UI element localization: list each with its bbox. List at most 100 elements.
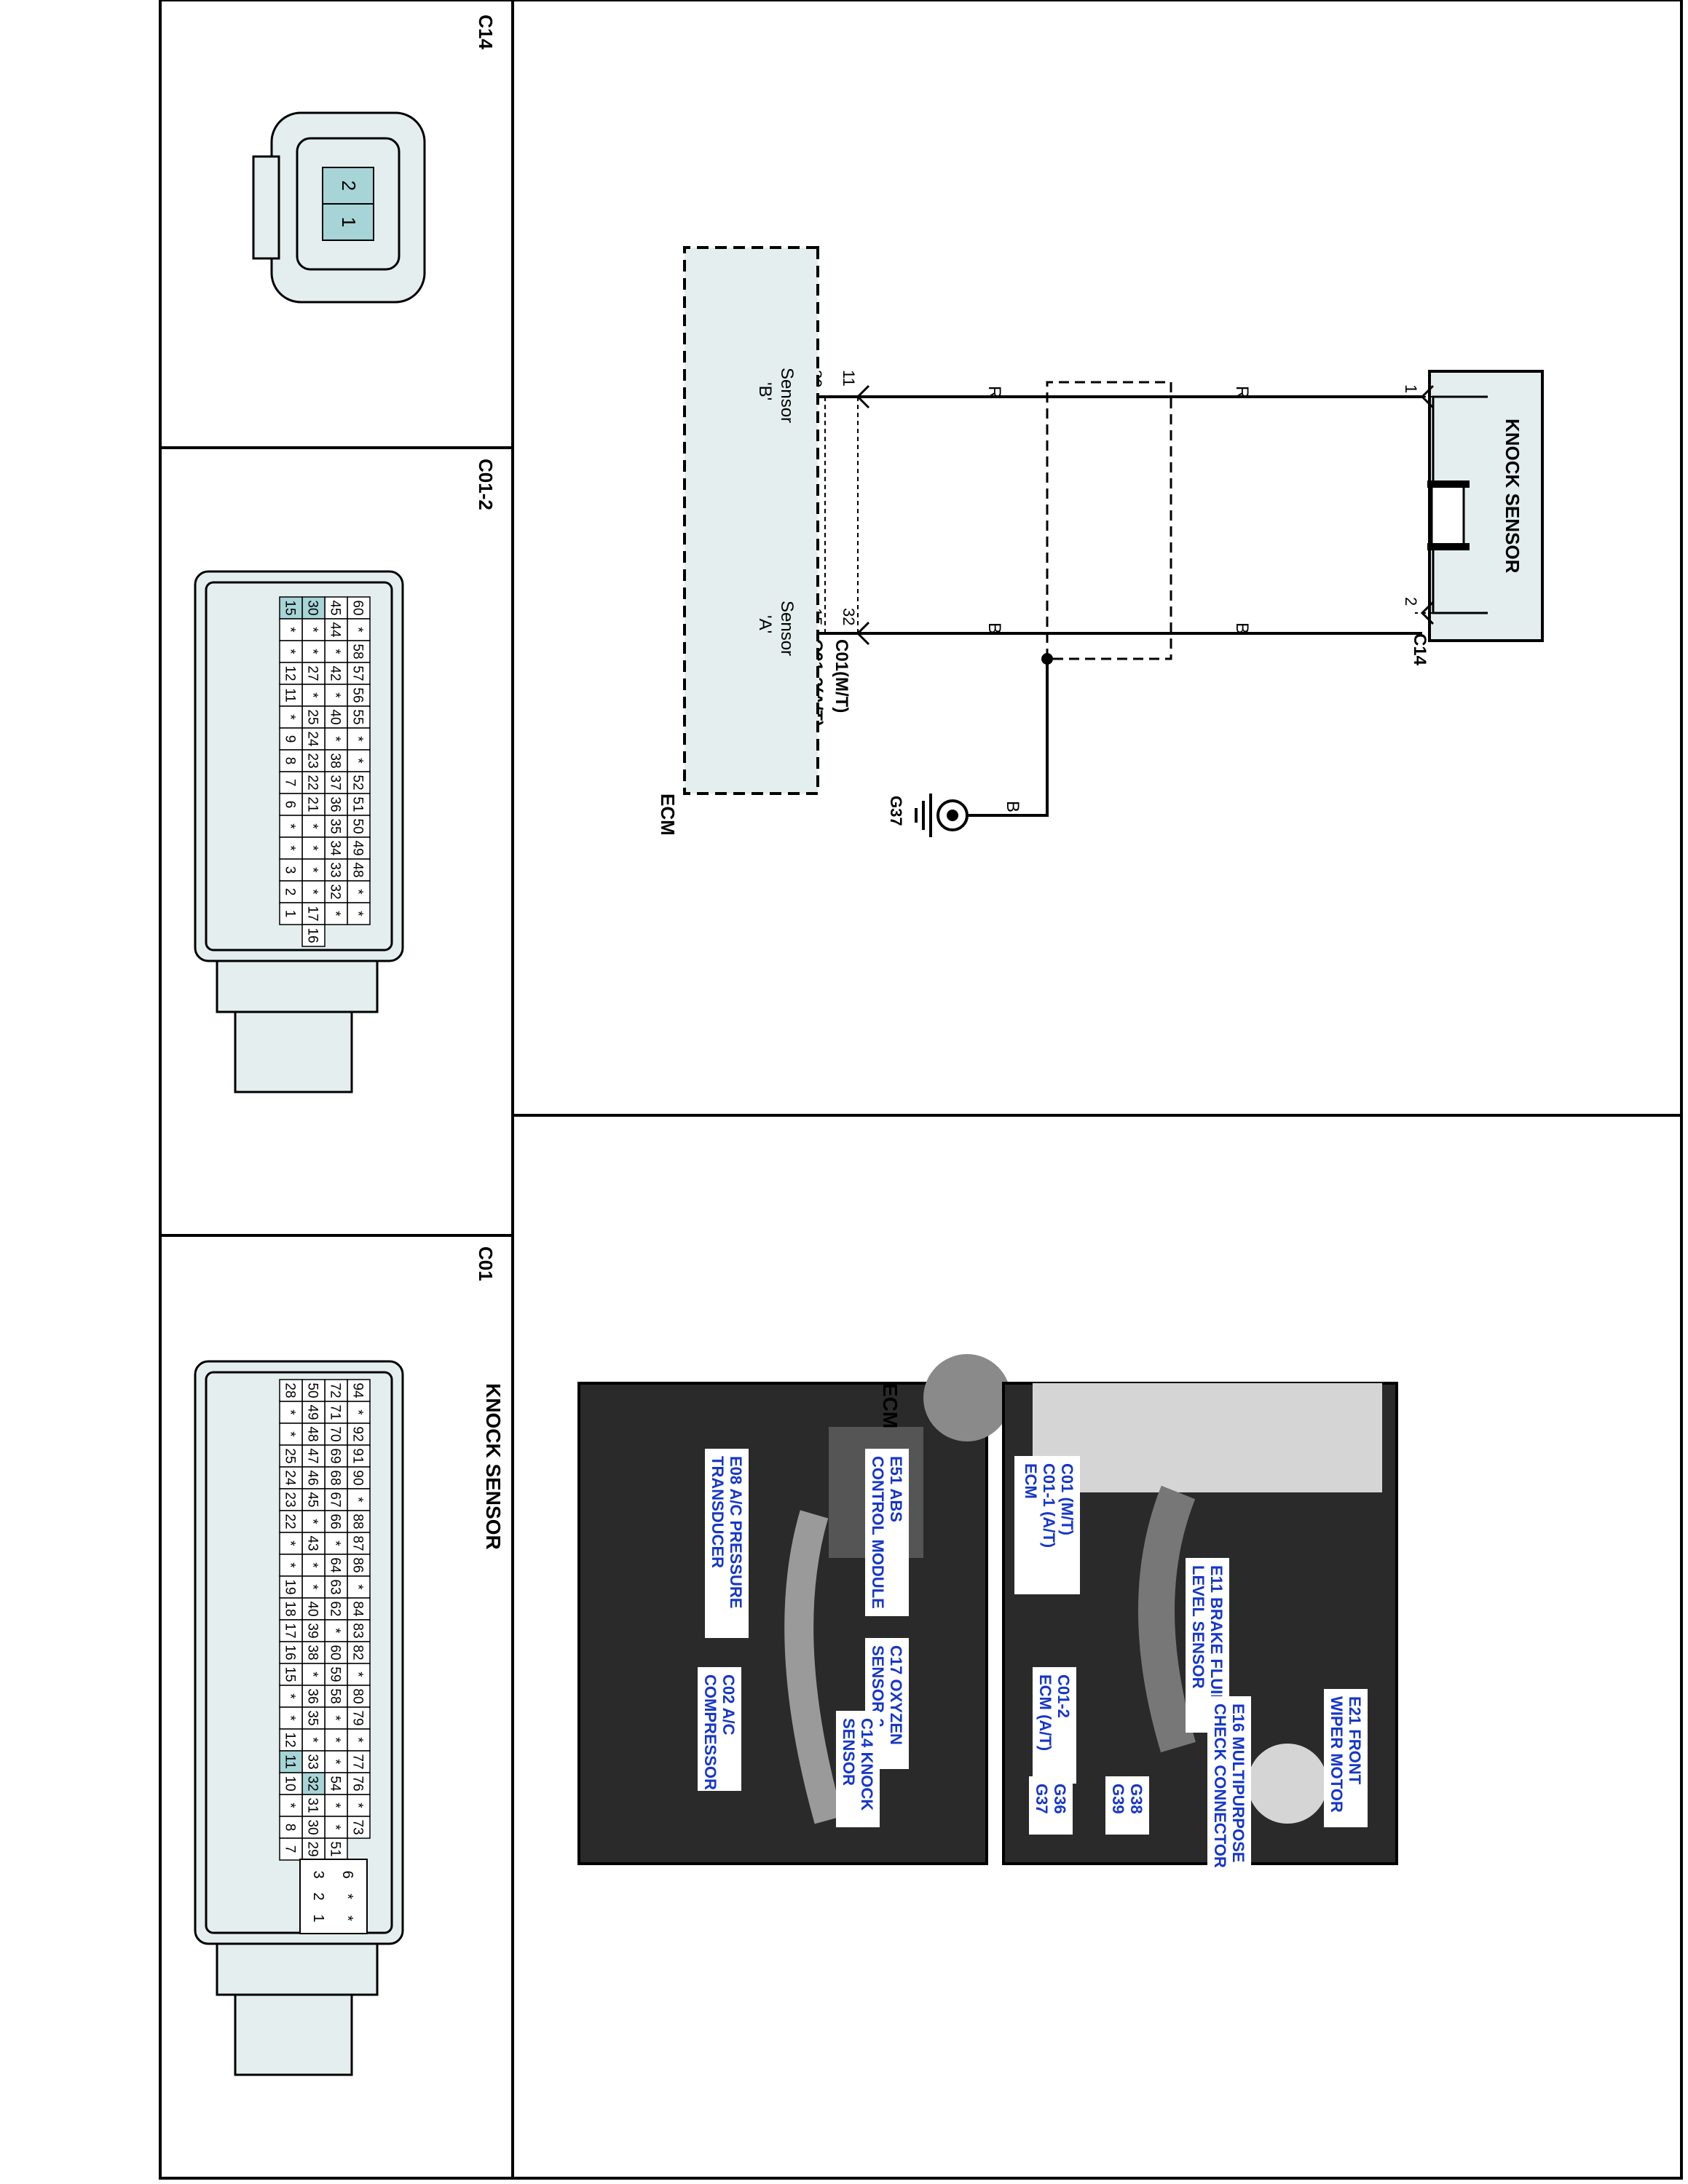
- c01-pin-label: 67: [328, 1492, 343, 1507]
- c14-inner-frame: [296, 137, 401, 271]
- c01-pin-label: 84: [350, 1601, 366, 1617]
- callout-c02-line2: COMPRESSOR: [701, 1674, 719, 1790]
- c01-pin-label: 24: [283, 1470, 298, 1486]
- ground-wire-label: B: [1003, 801, 1022, 812]
- c14-connector-label: C14: [1410, 633, 1429, 666]
- c01-pin-label: 28: [283, 1382, 298, 1398]
- c01-pin-label: *: [283, 1693, 298, 1699]
- c01-2-pin-label: 24: [305, 731, 320, 747]
- c01-2-pin-label: *: [305, 823, 320, 829]
- c01-pin-label: *: [328, 1759, 343, 1765]
- c01-2-pin-label: 33: [328, 862, 343, 877]
- c01-2-pin-label: *: [283, 714, 298, 720]
- c01-pin-label: 59: [328, 1666, 343, 1682]
- c01-pin-label: 12: [283, 1732, 298, 1747]
- callout-bg-c14: [836, 1711, 880, 1827]
- c01-2-pin-label: *: [350, 736, 366, 742]
- c01-2-pin-label: *: [350, 889, 366, 895]
- c01-pin-label: 77: [350, 1754, 366, 1769]
- c14-face-pin-1: 1: [338, 217, 360, 227]
- c01-2-pin-label: *: [328, 692, 343, 698]
- c01-2-pin-label: *: [305, 867, 320, 873]
- c01-pin-label: 8: [283, 1824, 298, 1832]
- c01-pin-label: *: [283, 1562, 298, 1568]
- c01-pin-label: 47: [305, 1448, 320, 1463]
- c01-pin-label: 62: [328, 1601, 343, 1616]
- c01-pin-label: 31: [305, 1797, 320, 1813]
- wire-r-label-1: R: [1232, 386, 1252, 398]
- c01-2-pin-label: 36: [328, 796, 343, 812]
- c01-pin-label: 49: [305, 1404, 320, 1420]
- c01-2-connector-panel: C01-2 60*58575655**5251504948**4544*42*4…: [194, 459, 497, 1093]
- c01-2-pin-label: *: [305, 692, 320, 698]
- c01-pin-label: 69: [328, 1448, 343, 1463]
- wire-b-label-1: B: [1232, 622, 1252, 634]
- wire-b-label-2: B: [985, 622, 1004, 634]
- callout-e21-line1: E21 FRONT: [1346, 1696, 1364, 1785]
- c01-pin-label: 19: [283, 1579, 298, 1594]
- c01-2-pin-label: 25: [305, 709, 320, 724]
- c01-pin-label: 92: [350, 1426, 366, 1441]
- c01-pin-label: *: [305, 1519, 320, 1524]
- knock-photo: [577, 1382, 988, 1865]
- c01-pin-label: *: [328, 1824, 343, 1830]
- c01-2-pin-label: 30: [305, 600, 320, 615]
- c01-pin-label: 29: [305, 1841, 320, 1856]
- knock-sensor-photo-panel: KNOCK SENSOR E08 A/C PRESSURE TRANSDUCER…: [482, 1354, 1011, 1865]
- c01-2-pin-label: 3: [283, 866, 298, 874]
- c01-pin-label: 66: [328, 1514, 343, 1529]
- callout-c01-line2: C01-1 (A/T): [1040, 1463, 1058, 1548]
- c01-pin-label: 10: [283, 1776, 298, 1791]
- c01-pin-label: *: [350, 1671, 366, 1677]
- c01-2-pin-label: *: [328, 649, 343, 654]
- callout-e11-line1: E11 BRAKE FLUID: [1207, 1565, 1226, 1706]
- c01-2-pin-label: 48: [350, 862, 366, 877]
- c01-pin-label: 38: [305, 1645, 320, 1660]
- c01-2-pin-label: 44: [328, 622, 343, 638]
- c01-pin-grid: 94*929190*888786*848382*8079*7776*737271…: [279, 1379, 371, 1861]
- sensor-a-label-1: Sensor: [777, 601, 797, 656]
- callout-bg-e51: [865, 1449, 909, 1616]
- c01-pin-label: 54: [328, 1776, 343, 1792]
- ecm-pin-32-label: 32: [840, 608, 858, 625]
- ecm-photo-callouts: C01 (M/T) C01-1 (A/T) ECM E11 BRAKE FLUI…: [1014, 1456, 1368, 1886]
- c14-latch: [252, 155, 280, 260]
- c01-pin-label: 46: [305, 1470, 320, 1485]
- c01-2-pin-label: 50: [350, 818, 366, 834]
- c01-2-pin-label: 56: [350, 687, 366, 703]
- c01-pin-label: *: [350, 1584, 366, 1590]
- callout-e11-line2: LEVEL SENSOR: [1189, 1565, 1207, 1689]
- c01-2-cavity: [301, 924, 326, 947]
- ground-label: G37: [887, 796, 905, 826]
- c01-pin-label: 50: [305, 1382, 320, 1398]
- c01-pin-label: *: [328, 1715, 343, 1721]
- callout-g36-line1: G36: [1051, 1784, 1069, 1814]
- c01-pin-label: *: [283, 1409, 298, 1415]
- c01-power-pin-label: 1: [310, 1914, 326, 1922]
- callout-g36-line2: G37: [1033, 1784, 1051, 1814]
- c01-boot: [216, 1942, 379, 1996]
- connector-label-mt: C01(M/T): [832, 639, 851, 713]
- c01-pin-label: 72: [328, 1382, 343, 1398]
- c01-2-pin-label: *: [283, 627, 298, 633]
- c01-pin-label: *: [305, 1584, 320, 1590]
- callout-bg-c01-2: [1033, 1667, 1076, 1784]
- callout-bg-e08: [705, 1449, 749, 1638]
- c01-pin-label: 51: [328, 1841, 343, 1856]
- c01-2-pin-label: *: [283, 649, 298, 654]
- c01-2-cavity: [279, 902, 303, 925]
- callout-bg-c01: [1014, 1456, 1080, 1594]
- c01-2-inner-frame: [205, 581, 393, 951]
- c14-cavity-1: [322, 203, 374, 241]
- c01-pin-label: 76: [350, 1776, 366, 1791]
- callout-c14-line1: C14 KNOCK: [858, 1718, 876, 1811]
- c01-pin-label: 16: [283, 1645, 298, 1660]
- callout-c01-2-line2: ECM (A/T): [1036, 1674, 1054, 1751]
- c01-pin-label: 91: [350, 1448, 366, 1463]
- c14-face-pin-2: 2: [338, 181, 360, 191]
- c01-cavity: [279, 1837, 303, 1861]
- c01-pin-label: *: [350, 1803, 366, 1808]
- callout-e51-line1: E51 ABS: [887, 1456, 905, 1522]
- c01-2-boot: [216, 960, 379, 1013]
